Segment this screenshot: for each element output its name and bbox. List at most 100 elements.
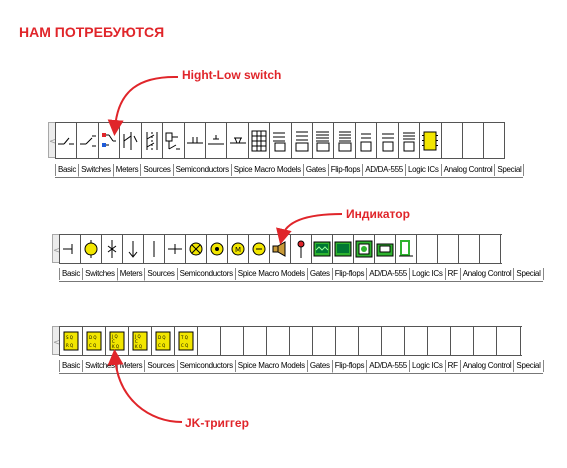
tab-gates[interactable]: Gates bbox=[302, 164, 329, 176]
high-low-switch-icon[interactable] bbox=[98, 123, 121, 158]
tab-rf[interactable]: RF bbox=[444, 268, 461, 280]
tab-switches[interactable]: Switches bbox=[82, 360, 118, 372]
dip-switch-8-icon[interactable] bbox=[420, 123, 442, 158]
svg-text:S Q: S Q bbox=[66, 335, 73, 340]
toolbar-grip[interactable] bbox=[52, 326, 61, 355]
dip-switch-5-icon[interactable] bbox=[355, 123, 378, 158]
tab-logic-ics[interactable]: Logic ICs bbox=[408, 268, 446, 280]
tab-meters[interactable]: Meters bbox=[112, 164, 142, 176]
tab-spice-macro-models[interactable]: Spice Macro Models bbox=[230, 164, 304, 176]
tab-switches[interactable]: Switches bbox=[78, 164, 114, 177]
bargraph-icon[interactable] bbox=[396, 235, 417, 263]
empty-slot bbox=[474, 327, 497, 355]
dip-switch-4-icon[interactable] bbox=[334, 123, 356, 158]
tab-special[interactable]: Special bbox=[513, 268, 544, 280]
empty-slot bbox=[267, 327, 290, 355]
tab-semiconductors[interactable]: Semiconductors bbox=[176, 360, 236, 372]
tab-sources[interactable]: Sources bbox=[144, 360, 178, 372]
tab-ad-da-555[interactable]: AD/DA-555 bbox=[366, 268, 410, 280]
annotation-indicator: Индикатор bbox=[346, 207, 410, 221]
dip-switch-6-icon[interactable] bbox=[377, 123, 399, 158]
voltage-switch-icon[interactable] bbox=[163, 123, 185, 158]
probe-icon[interactable] bbox=[60, 235, 81, 263]
time-delay-switch-icon[interactable] bbox=[120, 123, 142, 158]
current-switch-icon[interactable] bbox=[184, 123, 206, 158]
multimeter-icon[interactable] bbox=[375, 235, 396, 263]
tab-basic[interactable]: Basic bbox=[55, 164, 80, 176]
dip-switch-7-icon[interactable] bbox=[398, 123, 421, 158]
speaker-icon[interactable] bbox=[270, 235, 291, 263]
tab-rf[interactable]: RF bbox=[444, 360, 461, 372]
tab-analog-control[interactable]: Analog Control bbox=[459, 268, 515, 280]
empty-slot bbox=[451, 327, 474, 355]
tab-special[interactable]: Special bbox=[494, 164, 525, 176]
tab-basic[interactable]: Basic bbox=[59, 268, 84, 280]
svg-text:T Q: T Q bbox=[180, 335, 188, 340]
tab-logic-ics[interactable]: Logic ICs bbox=[408, 360, 446, 372]
empty-slot bbox=[428, 327, 451, 355]
tab-flip-flops[interactable]: Flip-flops bbox=[327, 164, 364, 176]
empty-slot bbox=[480, 235, 501, 263]
buzzer-icon[interactable] bbox=[249, 235, 270, 263]
tab-semiconductors[interactable]: Semiconductors bbox=[172, 164, 232, 176]
tab-basic[interactable]: Basic bbox=[59, 360, 84, 372]
annotation-high-low-switch: Hight-Low switch bbox=[182, 68, 282, 82]
dip-switch-1-icon[interactable] bbox=[270, 123, 292, 158]
tab-switches[interactable]: Switches bbox=[82, 268, 118, 280]
tab-spice-macro-models[interactable]: Spice Macro Models bbox=[234, 268, 308, 280]
svg-text:J Q: J Q bbox=[111, 334, 118, 339]
voltmeter-icon[interactable] bbox=[81, 235, 102, 263]
toolbar-meters: M BasicSwitchesMetersSourcesSemiconducto… bbox=[52, 234, 544, 284]
switch-spst-icon[interactable] bbox=[56, 123, 78, 158]
empty-slot bbox=[459, 235, 480, 263]
bode-plotter-icon[interactable] bbox=[333, 235, 354, 263]
tab-meters[interactable]: Meters bbox=[116, 268, 146, 281]
tab-special[interactable]: Special bbox=[513, 360, 544, 372]
tab-flip-flops[interactable]: Flip-flops bbox=[331, 360, 368, 373]
tab-logic-ics[interactable]: Logic ICs bbox=[404, 164, 442, 176]
tab-gates[interactable]: Gates bbox=[306, 360, 333, 372]
ammeter-icon[interactable] bbox=[144, 235, 165, 263]
tab-sources[interactable]: Sources bbox=[144, 268, 178, 280]
empty-slot bbox=[438, 235, 459, 263]
tab-flip-flops[interactable]: Flip-flops bbox=[331, 268, 368, 280]
function-generator-icon[interactable] bbox=[354, 235, 375, 263]
tab-semiconductors[interactable]: Semiconductors bbox=[176, 268, 236, 280]
keypad-icon[interactable] bbox=[248, 123, 271, 158]
ground-probe-icon[interactable] bbox=[102, 235, 123, 263]
oscilloscope-icon[interactable] bbox=[312, 235, 333, 263]
empty-slot bbox=[441, 123, 464, 158]
toolbar-grip[interactable] bbox=[52, 234, 61, 263]
toolbar-flip-flops: S QR Q D QC Q J QCK Q J QCK Q D QC Q T Q… bbox=[52, 326, 544, 376]
svg-text:C: C bbox=[112, 339, 115, 344]
tab-analog-control[interactable]: Analog Control bbox=[440, 164, 496, 176]
tab-sources[interactable]: Sources bbox=[140, 164, 174, 176]
switch-relay-pair-icon[interactable] bbox=[227, 123, 249, 158]
empty-slot bbox=[198, 327, 221, 355]
arrow-down-icon[interactable] bbox=[123, 235, 144, 263]
dip-switch-3-icon[interactable] bbox=[313, 123, 335, 158]
motor-icon[interactable]: M bbox=[228, 235, 249, 263]
tab-ad-da-555[interactable]: AD/DA-555 bbox=[366, 360, 410, 372]
relay-switch-icon[interactable] bbox=[141, 123, 164, 158]
toolbar-grip[interactable] bbox=[48, 122, 57, 158]
tab-meters[interactable]: Meters bbox=[116, 360, 146, 372]
lamp-icon[interactable] bbox=[165, 235, 186, 263]
tab-gates[interactable]: Gates bbox=[306, 268, 333, 280]
fan-icon[interactable] bbox=[207, 235, 228, 263]
bulb-icon[interactable] bbox=[186, 235, 207, 263]
push-button-icon[interactable] bbox=[205, 123, 228, 158]
tab-spice-macro-models[interactable]: Spice Macro Models bbox=[234, 360, 308, 372]
empty-slot bbox=[244, 327, 267, 355]
tab-ad-da-555[interactable]: AD/DA-555 bbox=[362, 164, 406, 176]
indicator-icon[interactable] bbox=[291, 235, 312, 263]
tab-analog-control[interactable]: Analog Control bbox=[459, 360, 515, 372]
dip-switch-2-icon[interactable] bbox=[291, 123, 314, 158]
switch-spdt-icon[interactable] bbox=[77, 123, 99, 158]
